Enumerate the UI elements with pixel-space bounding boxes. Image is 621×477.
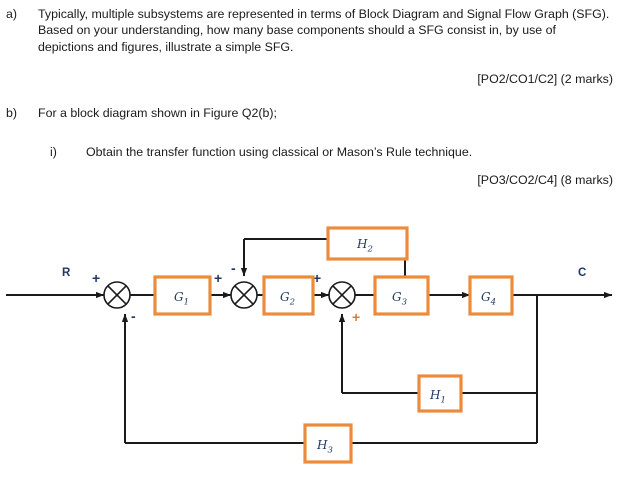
block-g2: G2: [262, 275, 315, 316]
block-diagram-figure: + - + - + + G1 G2 G3 G4: [0, 210, 621, 472]
sum3-input-sign: +: [313, 270, 321, 286]
part-b-i-marks: [PO3/CO2/C4] (8 marks): [477, 173, 613, 187]
block-g2-sub: 2: [289, 298, 295, 308]
sum3-feedback-sign: +: [352, 309, 360, 325]
block-g3-base: G: [392, 290, 402, 304]
block-g3: G3: [373, 275, 430, 316]
summing-junction-2: [230, 281, 258, 309]
part-b-i-text: Obtain the transfer function using class…: [86, 145, 473, 159]
part-b-text: For a block diagram shown in Figure Q2(b…: [38, 106, 277, 120]
part-a-text: Typically, multiple subsystems are repre…: [38, 7, 610, 54]
sum1-feedback-sign: -: [131, 308, 136, 324]
part-b-i-marker: i): [50, 145, 57, 159]
summing-junction-1: [103, 281, 131, 309]
svg-text:G4: G4: [481, 290, 496, 308]
sum2-input-sign: +: [214, 270, 222, 286]
block-h3-base: H: [316, 438, 328, 452]
summing-junction-3: [328, 281, 356, 309]
block-g4-base: G: [481, 290, 491, 304]
block-g3-sub: 3: [402, 298, 407, 308]
block-g1-base: G: [174, 290, 184, 304]
block-h1: H1: [417, 374, 463, 413]
part-b-marker: b): [6, 106, 18, 120]
svg-text:H1: H1: [429, 388, 446, 406]
block-h3-sub: 3: [327, 446, 332, 456]
block-g2-base: G: [280, 290, 290, 304]
svg-text:H2: H2: [356, 237, 373, 255]
block-g4-sub: 4: [490, 298, 496, 308]
svg-text:H3: H3: [316, 438, 333, 456]
part-a-marker: a): [6, 7, 18, 21]
block-g1: G1: [153, 275, 212, 316]
svg-text:G1: G1: [174, 290, 189, 308]
part-a-marks: [PO2/CO1/C2] (2 marks): [477, 72, 613, 86]
block-h1-base: H: [429, 388, 441, 402]
block-g1-sub: 1: [184, 298, 189, 308]
block-h2: H2: [326, 226, 409, 261]
sum2-feedback-sign: -: [231, 260, 236, 276]
svg-text:G3: G3: [392, 290, 407, 308]
sum1-input-sign: +: [92, 270, 100, 286]
block-g4: G4: [468, 275, 514, 316]
output-label-c: C: [578, 267, 586, 279]
svg-text:G2: G2: [280, 290, 295, 308]
block-h3: H3: [303, 423, 353, 464]
block-h1-sub: 1: [440, 396, 445, 406]
block-h2-sub: 2: [366, 245, 372, 255]
block-h2-base: H: [356, 237, 368, 251]
input-label-r: R: [62, 267, 71, 279]
